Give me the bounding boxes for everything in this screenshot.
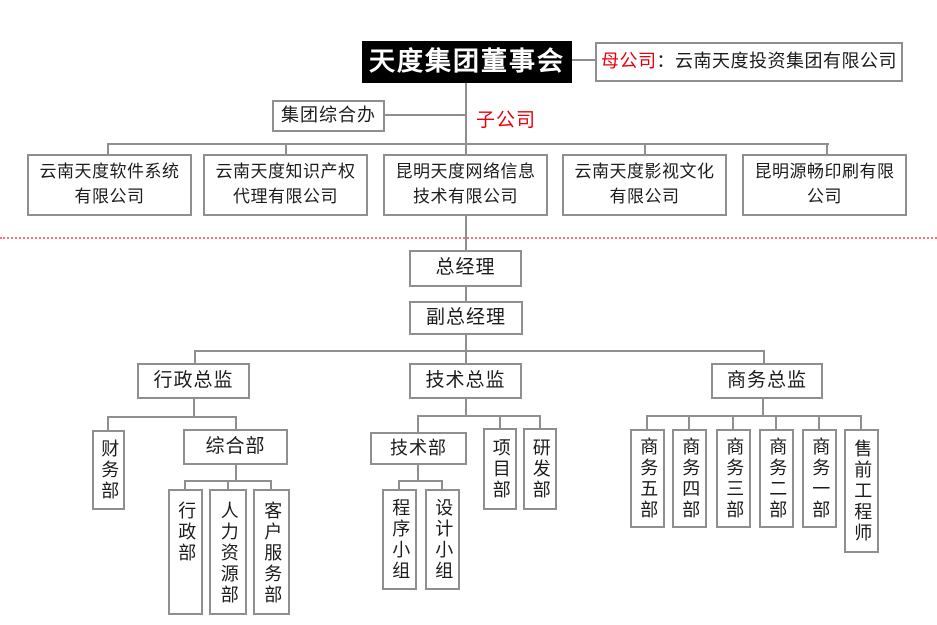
connector-line [398, 480, 400, 489]
admin-director-box: 行政总监 [137, 363, 250, 399]
connector-line [646, 415, 648, 429]
connector-line [732, 415, 734, 429]
presales-engineer-box: 售前工程师 [844, 429, 879, 553]
business-dept3-box: 商务三部 [716, 429, 751, 528]
subsidiary-box: 昆明源畅印刷有限 公司 [742, 154, 907, 216]
connector-line [465, 335, 467, 363]
subsidiary-name: 有限公司 [609, 187, 680, 206]
connector-line [398, 480, 443, 482]
connector-line [644, 143, 646, 154]
rnd-dept-box: 研发部 [523, 428, 557, 510]
connector-line [572, 59, 595, 61]
connector-line [818, 415, 820, 429]
subsidiary-name: 云南天度软件系统 [39, 162, 180, 182]
subsidiary-name: 昆明天度网络信息 [395, 162, 536, 182]
general-dept-box: 综合部 [183, 429, 288, 465]
board-box: 天度集团董事会 [362, 41, 572, 83]
connector-line [194, 350, 196, 363]
project-dept-box: 项目部 [483, 428, 517, 510]
subsidiary-name: 技术有限公司 [413, 187, 518, 206]
finance-dept-box: 财务部 [92, 430, 125, 510]
connector-line [235, 416, 237, 429]
business-dept5-box: 商务五部 [630, 429, 665, 528]
connector-line [270, 480, 272, 489]
hr-dept-box: 人力资源部 [209, 489, 247, 615]
subsidiary-name: 昆明源畅印刷有限 [754, 162, 895, 182]
design-team-box: 设计小组 [425, 489, 460, 590]
connector-line [107, 416, 237, 418]
parent-company-name: ：云南天度投资集团有限公司 [656, 51, 897, 72]
general-manager-box: 总经理 [409, 250, 522, 287]
subsidiary-box: 云南天度影视文化 有限公司 [562, 154, 727, 216]
tech-dept-box: 技术部 [370, 432, 467, 465]
deputy-general-manager-box: 副总经理 [409, 301, 523, 335]
connector-line [688, 415, 690, 429]
connector-line [235, 465, 237, 480]
subsidiary-box: 云南天度知识产权 代理有限公司 [203, 154, 368, 216]
customer-service-dept-box: 客户服务部 [253, 489, 290, 615]
section-divider-line [0, 237, 937, 239]
subsidiary-tag-label: 子公司 [476, 110, 537, 131]
connector-line [763, 350, 765, 363]
subsidiary-box: 昆明天度网络信息 技术有限公司 [383, 154, 548, 216]
subsidiary-box: 云南天度软件系统 有限公司 [27, 154, 192, 216]
program-team-box: 程序小组 [382, 489, 417, 590]
connector-line [184, 480, 186, 489]
connector-line [441, 480, 443, 489]
connector-line [194, 350, 765, 352]
business-dept1-box: 商务一部 [802, 429, 837, 528]
admin-dept-box: 行政部 [168, 489, 203, 615]
business-dept4-box: 商务四部 [672, 429, 707, 528]
connector-line [107, 143, 829, 145]
connector-line [107, 416, 109, 430]
connector-line [646, 415, 862, 417]
connector-line [107, 143, 109, 154]
subsidiary-name: 有限公司 [74, 187, 145, 206]
connector-line [465, 83, 467, 154]
connector-line [193, 399, 195, 416]
parent-company-box: 母公司：云南天度投资集团有限公司 [595, 42, 903, 82]
connector-line [417, 415, 541, 417]
connector-line [417, 415, 419, 432]
business-director-box: 商务总监 [711, 363, 823, 399]
connector-line [465, 287, 467, 301]
connector-line [860, 415, 862, 429]
group-office-box: 集团综合办 [272, 100, 385, 132]
connector-line [385, 114, 465, 116]
connector-line [762, 399, 764, 415]
connector-line [499, 415, 501, 428]
connector-line [465, 399, 467, 415]
tech-director-box: 技术总监 [409, 363, 522, 399]
connector-line [775, 415, 777, 429]
subsidiary-name: 云南天度知识产权 [215, 162, 356, 182]
connector-line [285, 143, 287, 154]
subsidiary-name: 公司 [807, 187, 842, 206]
subsidiary-name: 云南天度影视文化 [574, 162, 715, 182]
connector-line [417, 465, 419, 480]
connector-line [826, 143, 828, 154]
business-dept2-box: 商务二部 [759, 429, 794, 528]
connector-line [539, 415, 541, 428]
connector-line [227, 480, 229, 489]
subsidiary-name: 代理有限公司 [233, 187, 338, 206]
parent-company-tag: 母公司 [601, 51, 657, 72]
connector-line [465, 216, 467, 250]
